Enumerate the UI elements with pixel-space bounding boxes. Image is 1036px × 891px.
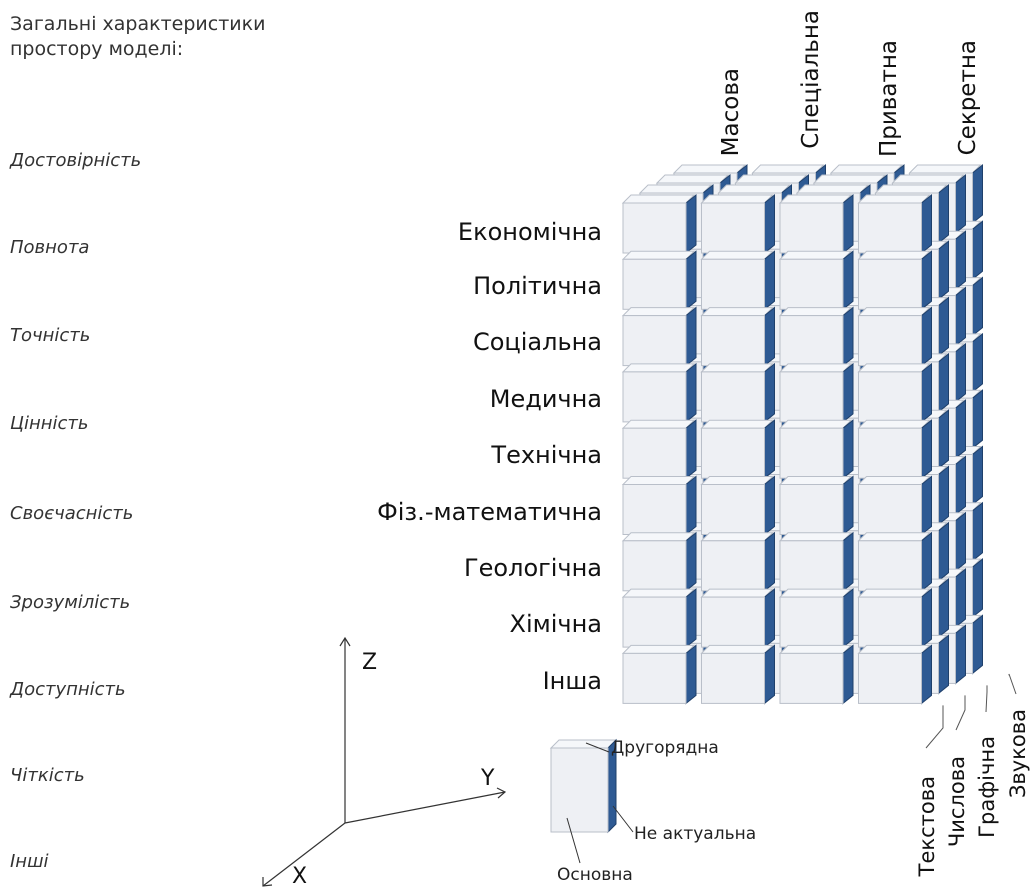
axis-x — [262, 822, 346, 887]
cube-cell — [857, 475, 932, 536]
axis-z-label: Z — [362, 650, 378, 675]
legend-front-label: Основна — [557, 865, 633, 885]
cube-cell — [778, 531, 854, 592]
cube-cell — [778, 306, 854, 367]
cube-cell — [700, 475, 775, 536]
legend-top-label: Другорядна — [611, 738, 719, 758]
cube-cell — [778, 419, 854, 480]
cube-cell — [621, 419, 697, 480]
cube-cell — [778, 250, 854, 311]
depth-leader-line — [955, 695, 966, 731]
cube-cell — [621, 588, 697, 649]
cube-cell — [778, 362, 854, 423]
cube-cell — [857, 588, 932, 649]
cube-cell — [621, 306, 697, 367]
axis-y-arrow — [496, 787, 507, 799]
cube-cell — [621, 193, 697, 255]
cube-cell — [700, 250, 775, 311]
legend-top-pointer — [585, 742, 610, 753]
cube-cell — [778, 475, 854, 536]
characteristic-item: Своєчасність — [10, 503, 134, 524]
depth-leader-line — [985, 685, 988, 713]
cube-cell — [621, 475, 697, 536]
axis-y-label: Y — [481, 766, 495, 791]
legend-front-pointer — [566, 817, 581, 864]
cube-cell — [621, 644, 697, 705]
row-label: Хімічна — [509, 610, 602, 638]
axis-x-arrow — [262, 877, 273, 887]
cube-cell — [621, 531, 697, 592]
cube-cell — [621, 250, 697, 311]
row-label: Геологічна — [464, 554, 602, 582]
characteristic-item: Цінність — [10, 413, 89, 434]
row-label: Соціальна — [472, 328, 602, 356]
legend-cube — [549, 738, 618, 834]
cube-cell — [700, 531, 775, 592]
legend-side-label: Не актуальна — [634, 824, 757, 844]
depth-leader-line — [925, 705, 944, 749]
row-label: Технічна — [491, 441, 602, 469]
cube-cell — [778, 644, 854, 705]
cube-cell — [778, 193, 854, 255]
row-label: Політична — [473, 272, 602, 300]
cube-cell — [857, 419, 932, 480]
depth-leader-line — [1008, 673, 1017, 695]
cube-cell — [857, 531, 932, 592]
row-label: Фіз.-математична — [377, 498, 602, 526]
characteristic-item: Зрозумілість — [10, 592, 131, 613]
row-label: Економічна — [457, 218, 602, 246]
characteristic-item: Чіткість — [10, 765, 85, 786]
characteristic-item: Інші — [10, 851, 49, 872]
axis-x-label: X — [292, 864, 308, 889]
cube-cell — [857, 644, 932, 705]
cube-cell — [857, 362, 932, 423]
cube-cell — [857, 306, 932, 367]
cube-cell — [700, 193, 775, 255]
cube-cell — [700, 588, 775, 649]
cube-cell — [857, 250, 932, 311]
cube-cell — [857, 193, 932, 255]
row-label: Медична — [489, 385, 602, 413]
cube-cell — [700, 362, 775, 423]
cube-cell — [700, 306, 775, 367]
axis-y — [344, 791, 506, 824]
legend-side-pointer — [612, 805, 634, 833]
cube-cell — [621, 362, 697, 423]
characteristic-item: Доступність — [10, 679, 126, 700]
characteristic-item: Повнота — [10, 237, 90, 258]
characteristic-item: Достовірність — [10, 150, 142, 171]
model-header: Загальні характеристики простору моделі: — [10, 13, 266, 60]
cube-cell — [700, 419, 775, 480]
cube-cell — [778, 588, 854, 649]
axis-z-arrow — [339, 636, 351, 647]
row-label: Інша — [542, 667, 602, 695]
cube-cell — [700, 644, 775, 705]
characteristic-item: Точність — [10, 325, 91, 346]
